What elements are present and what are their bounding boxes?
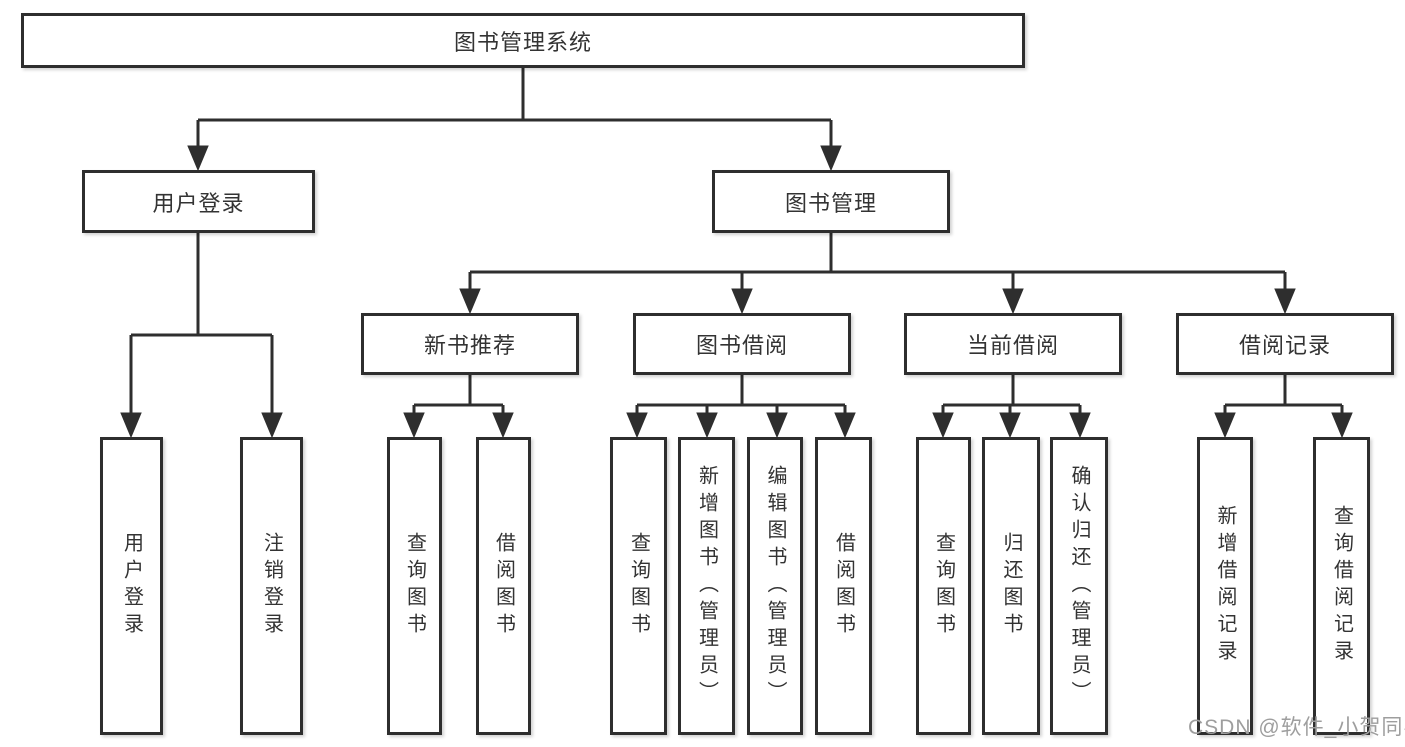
arrow-down-icon [820,145,842,172]
node-label: 新增借阅记录 [1214,505,1236,667]
leaf-edit-books-admin: 编辑图书（管理员） [747,437,803,735]
arrow-down-icon [834,412,856,439]
connector-newbooks-to-leaves [403,375,514,439]
leaf-add-borrow-record: 新增借阅记录 [1197,437,1253,735]
arrow-down-icon [1331,412,1353,439]
node-library-management-system: 图书管理系统 [21,13,1025,68]
node-label: 归还图书 [1000,532,1022,640]
node-label: 借阅图书 [832,532,855,640]
node-label: 借阅图书 [492,532,515,640]
arrow-down-icon [1002,288,1024,315]
node-label: 注销登录 [260,532,283,640]
arrow-down-icon [1274,288,1296,315]
arrow-down-icon [1069,412,1091,439]
arrow-down-icon [626,412,648,439]
node-label: 查询借阅记录 [1330,505,1353,667]
node-book-borrow: 图书借阅 [633,313,851,375]
node-label: 图书借阅 [695,333,788,358]
node-label: 确认归还（管理员） [1068,464,1090,708]
leaf-query-books-borrow: 查询图书 [610,437,667,735]
node-label: 用户登录 [120,532,143,640]
connector-line [941,375,1082,415]
arrow-down-icon [766,412,788,439]
connector-line [1223,375,1344,415]
leaf-borrow-books: 借阅图书 [815,437,872,735]
node-borrow-records: 借阅记录 [1176,313,1394,375]
node-label: 新增图书（管理员） [695,464,718,708]
node-label: 查询图书 [932,532,955,640]
connector-line [196,68,833,148]
arrow-down-icon [731,288,753,315]
arrow-down-icon [696,412,718,439]
connector-line [412,375,505,415]
arrow-down-icon [261,412,283,439]
node-label: 编辑图书（管理员） [764,464,786,708]
arrow-down-icon [932,412,954,439]
arrow-down-icon [120,412,142,439]
arrow-down-icon [1214,412,1236,439]
leaf-return-books: 归还图书 [982,437,1040,735]
connector-root-to-level2 [187,68,842,172]
node-label: 图书管理 [784,190,877,216]
node-new-book-recommend: 新书推荐 [361,313,579,375]
connector-userlogin-to-leaves [120,233,283,439]
arrow-down-icon [492,412,514,439]
node-label: 查询图书 [403,532,426,640]
leaf-user-login: 用户登录 [100,437,163,735]
leaf-query-books-recommend: 查询图书 [387,437,442,735]
arrow-down-icon [187,145,209,172]
connector-line [635,375,847,415]
node-label: 图书管理系统 [453,29,592,55]
arrow-down-icon [403,412,425,439]
connector-current-to-leaves [932,375,1091,439]
node-current-borrow: 当前借阅 [904,313,1122,375]
node-user-login: 用户登录 [82,170,315,233]
leaf-borrow-books-recommend: 借阅图书 [476,437,531,735]
connector-borrow-to-leaves [626,375,856,439]
node-label: 借阅记录 [1238,333,1331,358]
csdn-watermark: CSDN @软件_小贺同学 [1188,716,1405,739]
connector-line [129,233,274,415]
node-book-management: 图书管理 [712,170,950,233]
leaf-confirm-return-admin: 确认归还（管理员） [1050,437,1108,735]
leaf-logout: 注销登录 [240,437,303,735]
leaf-query-books-current: 查询图书 [916,437,971,735]
leaf-add-books-admin: 新增图书（管理员） [678,437,735,735]
node-label: 查询图书 [627,532,650,640]
node-label: 新书推荐 [423,333,516,358]
node-label: 当前借阅 [966,333,1059,358]
connector-line [468,233,1287,291]
connector-bookmgmt-to-level3 [459,233,1296,315]
node-label: 用户登录 [152,190,245,216]
arrow-down-icon [459,288,481,315]
connector-records-to-leaves [1214,375,1353,439]
arrow-down-icon [999,412,1021,439]
leaf-query-borrow-record: 查询借阅记录 [1313,437,1370,735]
